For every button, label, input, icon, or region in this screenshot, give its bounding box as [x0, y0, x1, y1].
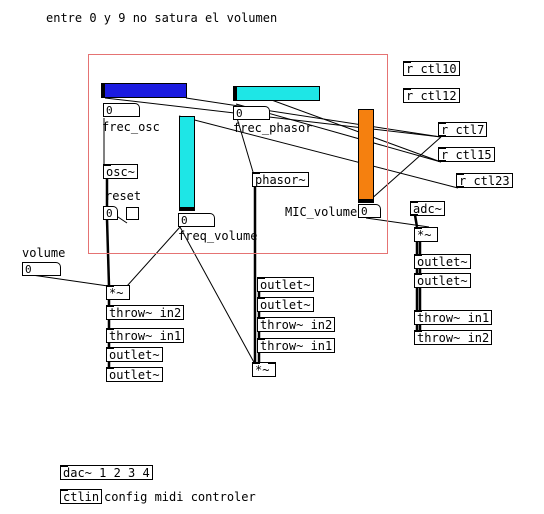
conn-freqvol-rctl23: [178, 115, 459, 189]
conn-mic-mult: [365, 217, 430, 228]
mic-volume-label: MIC_volume: [285, 205, 358, 219]
left-throw-in2[interactable]: throw~ in2: [106, 305, 185, 320]
slider-handle: [102, 84, 105, 97]
volume-label: volume: [22, 246, 66, 260]
conn-phasornum-phasor: [236, 117, 254, 173]
receive-ctl7[interactable]: r ctl7: [438, 122, 488, 137]
multiply-left[interactable]: *~: [106, 285, 130, 300]
multiply-mid[interactable]: *~: [252, 362, 276, 377]
left-outlet-1[interactable]: outlet~: [106, 347, 163, 362]
mid-outlet-1[interactable]: outlet~: [257, 277, 314, 292]
dac-object[interactable]: dac~ 1 2 3 4: [60, 465, 153, 480]
multiply-right[interactable]: *~: [414, 227, 438, 242]
frec-phasor-slider[interactable]: [233, 86, 320, 101]
receive-ctl12[interactable]: r ctl12: [403, 88, 460, 103]
right-outlet-1[interactable]: outlet~: [414, 254, 471, 269]
left-outlet-2[interactable]: outlet~: [106, 367, 163, 382]
ctlin-object[interactable]: ctlin: [60, 489, 103, 504]
osc-object[interactable]: osc~: [103, 164, 138, 179]
right-throw-in2[interactable]: throw~ in2: [414, 330, 493, 345]
config-comment: config midi controler: [104, 490, 256, 504]
conn-freqvol-mult: [126, 226, 181, 287]
frec-phasor-label: frec_phasor: [233, 121, 313, 135]
conn-freqvol-mult2: [179, 226, 257, 367]
frec-osc-label: frec_osc: [102, 120, 160, 134]
reset-number[interactable]: 0: [103, 206, 118, 220]
receive-ctl10[interactable]: r ctl10: [403, 61, 460, 76]
slider-handle: [234, 87, 237, 100]
frec-phasor-number[interactable]: 0: [233, 106, 270, 120]
slider-handle: [180, 207, 194, 210]
left-throw-in1[interactable]: throw~ in1: [106, 328, 185, 343]
volume-number[interactable]: 0: [22, 262, 61, 276]
slider-handle: [359, 199, 373, 202]
freq-volume-slider[interactable]: [179, 116, 195, 211]
mic-volume-number[interactable]: 0: [358, 204, 381, 218]
mid-throw-in2[interactable]: throw~ in2: [257, 317, 336, 332]
mid-outlet-2[interactable]: outlet~: [257, 297, 314, 312]
adc-object[interactable]: adc~: [410, 201, 445, 216]
note-comment: entre 0 y 9 no satura el volumen: [46, 11, 278, 25]
right-outlet-2[interactable]: outlet~: [414, 273, 471, 288]
mic-volume-slider[interactable]: [358, 109, 374, 203]
phasor-object[interactable]: phasor~: [252, 172, 309, 187]
conn-frecosc-rctl7: [185, 97, 442, 138]
receive-ctl23[interactable]: r ctl23: [456, 173, 513, 188]
right-throw-in1[interactable]: throw~ in1: [414, 310, 493, 325]
reset-label: reset: [105, 189, 142, 203]
freq-volume-label: freq_volume: [178, 229, 258, 243]
frec-osc-number[interactable]: 0: [103, 103, 140, 117]
freq-volume-number[interactable]: 0: [178, 213, 215, 227]
mid-throw-in1[interactable]: throw~ in1: [257, 338, 336, 353]
conn-volume-mult: [24, 273, 109, 287]
receive-ctl15[interactable]: r ctl15: [438, 147, 495, 162]
reset-bang[interactable]: [126, 207, 139, 220]
frec-osc-slider[interactable]: [101, 83, 187, 98]
graph-on-parent-frame: [88, 54, 388, 254]
